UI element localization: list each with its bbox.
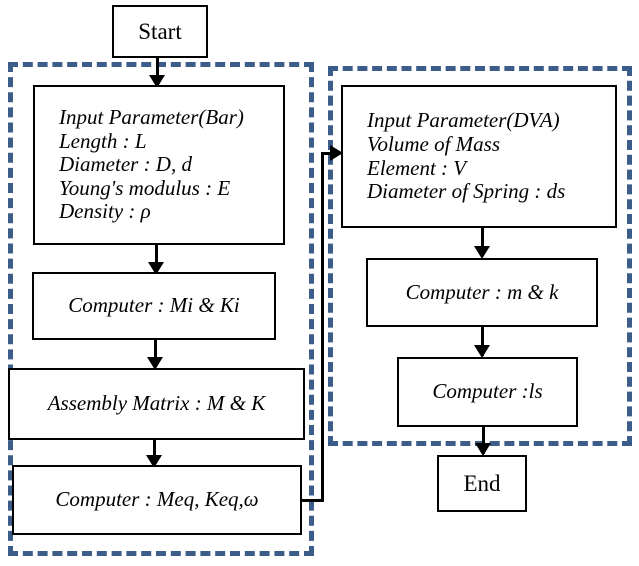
edge-start-to-input-bar-arrowhead xyxy=(149,75,165,88)
edge-start-to-input-bar-line xyxy=(156,57,159,83)
node-end[interactable]: End xyxy=(437,455,527,512)
node-assembly-matrix-label: Assembly Matrix : M & K xyxy=(47,391,266,416)
node-computer-m-k[interactable]: Computer : m & k xyxy=(366,258,598,327)
node-computer-meq-keq-omega-label: Computer : Meq, Keq,ω xyxy=(55,487,259,512)
bar-group-container xyxy=(8,62,314,556)
edge-meq-to-input-dva-arrowhead xyxy=(330,145,343,161)
edge-input-dva-to-mk-line xyxy=(481,228,484,256)
node-computer-ls-label: Computer :ls xyxy=(432,379,543,404)
node-end-label: End xyxy=(463,470,501,496)
edge-assembly-to-meq-line xyxy=(153,440,156,464)
node-computer-mi-ki[interactable]: Computer : Mi & Ki xyxy=(32,272,276,340)
edge-ls-to-end-line xyxy=(482,427,485,454)
edge-input-dva-to-mk-arrowhead xyxy=(474,246,490,259)
edge-miki-to-assembly-line xyxy=(154,340,157,366)
edge-meq-to-input-dva-segment-vertical xyxy=(321,153,324,501)
node-computer-ls[interactable]: Computer :ls xyxy=(397,357,578,427)
edge-assembly-to-meq-arrowhead xyxy=(146,455,162,468)
edge-mk-to-ls-line xyxy=(481,327,484,356)
edge-input-bar-to-miki-arrowhead xyxy=(148,262,164,275)
node-computer-m-k-label: Computer : m & k xyxy=(405,279,559,304)
node-input-parameter-dva[interactable]: Input Parameter(DVA) Volume of Mass Elem… xyxy=(341,85,617,228)
node-input-parameter-bar-label: Input Parameter(Bar) Length : L Diameter… xyxy=(59,105,244,224)
node-start[interactable]: Start xyxy=(112,5,208,58)
node-input-parameter-bar[interactable]: Input Parameter(Bar) Length : L Diameter… xyxy=(33,85,285,245)
node-computer-meq-keq-omega[interactable]: Computer : Meq, Keq,ω xyxy=(12,465,302,535)
node-computer-mi-ki-label: Computer : Mi & Ki xyxy=(68,293,240,318)
edge-meq-to-input-dva-segment-horizontal-lower xyxy=(302,499,324,502)
node-start-label: Start xyxy=(138,18,182,44)
node-assembly-matrix[interactable]: Assembly Matrix : M & K xyxy=(8,368,305,440)
edge-input-bar-to-miki-line xyxy=(155,245,158,270)
edge-ls-to-end-arrowhead xyxy=(475,443,491,456)
edge-miki-to-assembly-arrowhead xyxy=(147,357,163,370)
node-input-parameter-dva-label: Input Parameter(DVA) Volume of Mass Elem… xyxy=(367,108,566,204)
edge-mk-to-ls-arrowhead xyxy=(474,345,490,358)
